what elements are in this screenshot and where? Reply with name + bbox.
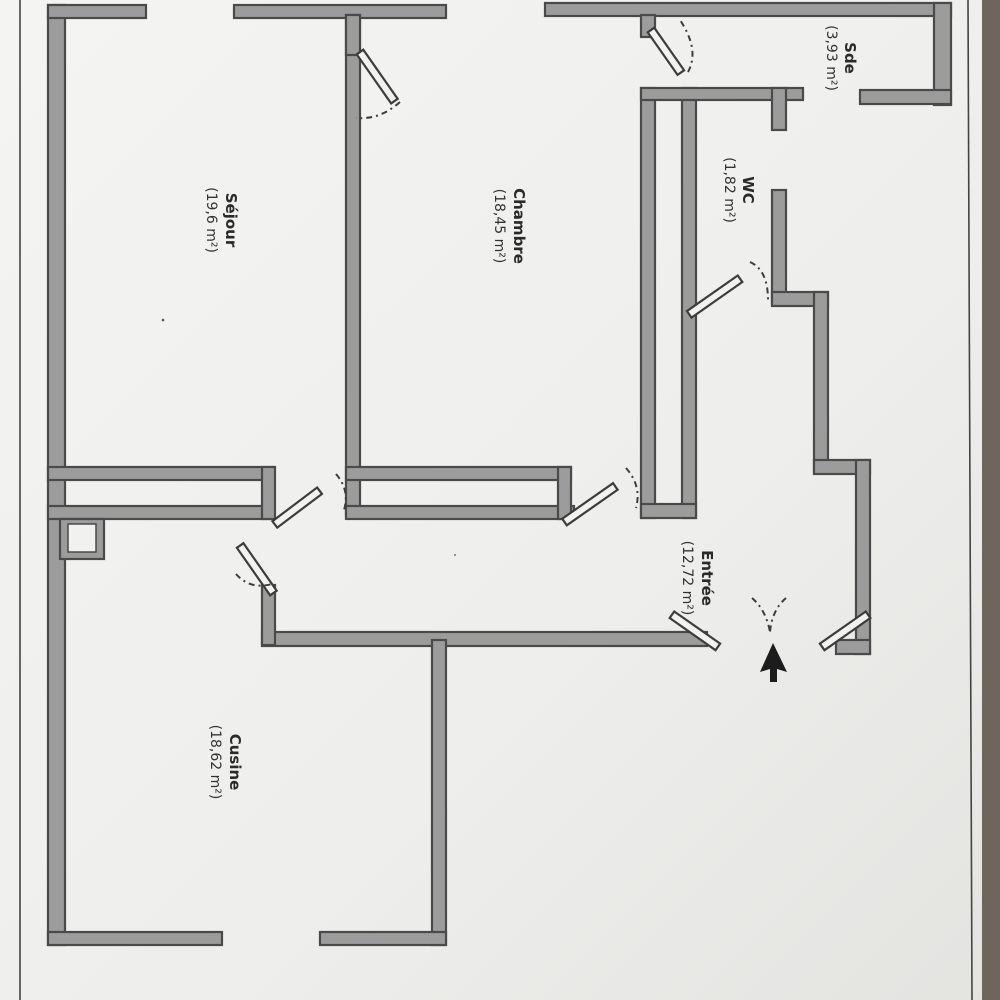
room-name: WC	[739, 176, 757, 204]
arrow-up-icon	[760, 643, 787, 682]
background-edge	[982, 0, 1000, 1000]
room-area: (18,62 m²)	[207, 725, 223, 800]
door-chambre	[355, 48, 401, 120]
door-entrance	[668, 597, 872, 652]
door-sejour	[270, 473, 347, 530]
room-label-sde: Sde (3,93 m²)	[823, 25, 859, 91]
door-chambre-bottom	[560, 467, 639, 527]
room-label-wc: WC (1,82 m²)	[721, 157, 757, 223]
room-area: (1,82 m²)	[721, 157, 737, 223]
room-label-entree: Entrée (12,72 m²)	[679, 541, 716, 616]
room-name: Chambre	[510, 188, 528, 264]
room-name: Séjour	[222, 193, 240, 248]
room-name: Entrée	[698, 550, 716, 606]
room-area: (12,72 m²)	[679, 541, 695, 616]
door-cuisine	[235, 541, 279, 597]
room-label-cuisine: Cusine (18,62 m²)	[207, 725, 244, 800]
walls	[46, 1, 953, 947]
room-area: (3,93 m²)	[823, 25, 839, 91]
door-sde	[646, 19, 694, 77]
paper-speck	[161, 318, 165, 322]
paper-speck	[454, 554, 456, 556]
room-area: (18,45 m²)	[491, 189, 507, 264]
room-name: Cusine	[226, 734, 244, 791]
room-area: (19,6 m²)	[203, 187, 219, 253]
door-wc	[685, 261, 769, 320]
doors	[235, 19, 872, 652]
room-label-sejour: Séjour (19,6 m²)	[203, 187, 240, 253]
room-label-chambre: Chambre (18,45 m²)	[491, 188, 528, 264]
room-name: Sde	[841, 42, 859, 74]
frame-right	[967, 0, 973, 1000]
